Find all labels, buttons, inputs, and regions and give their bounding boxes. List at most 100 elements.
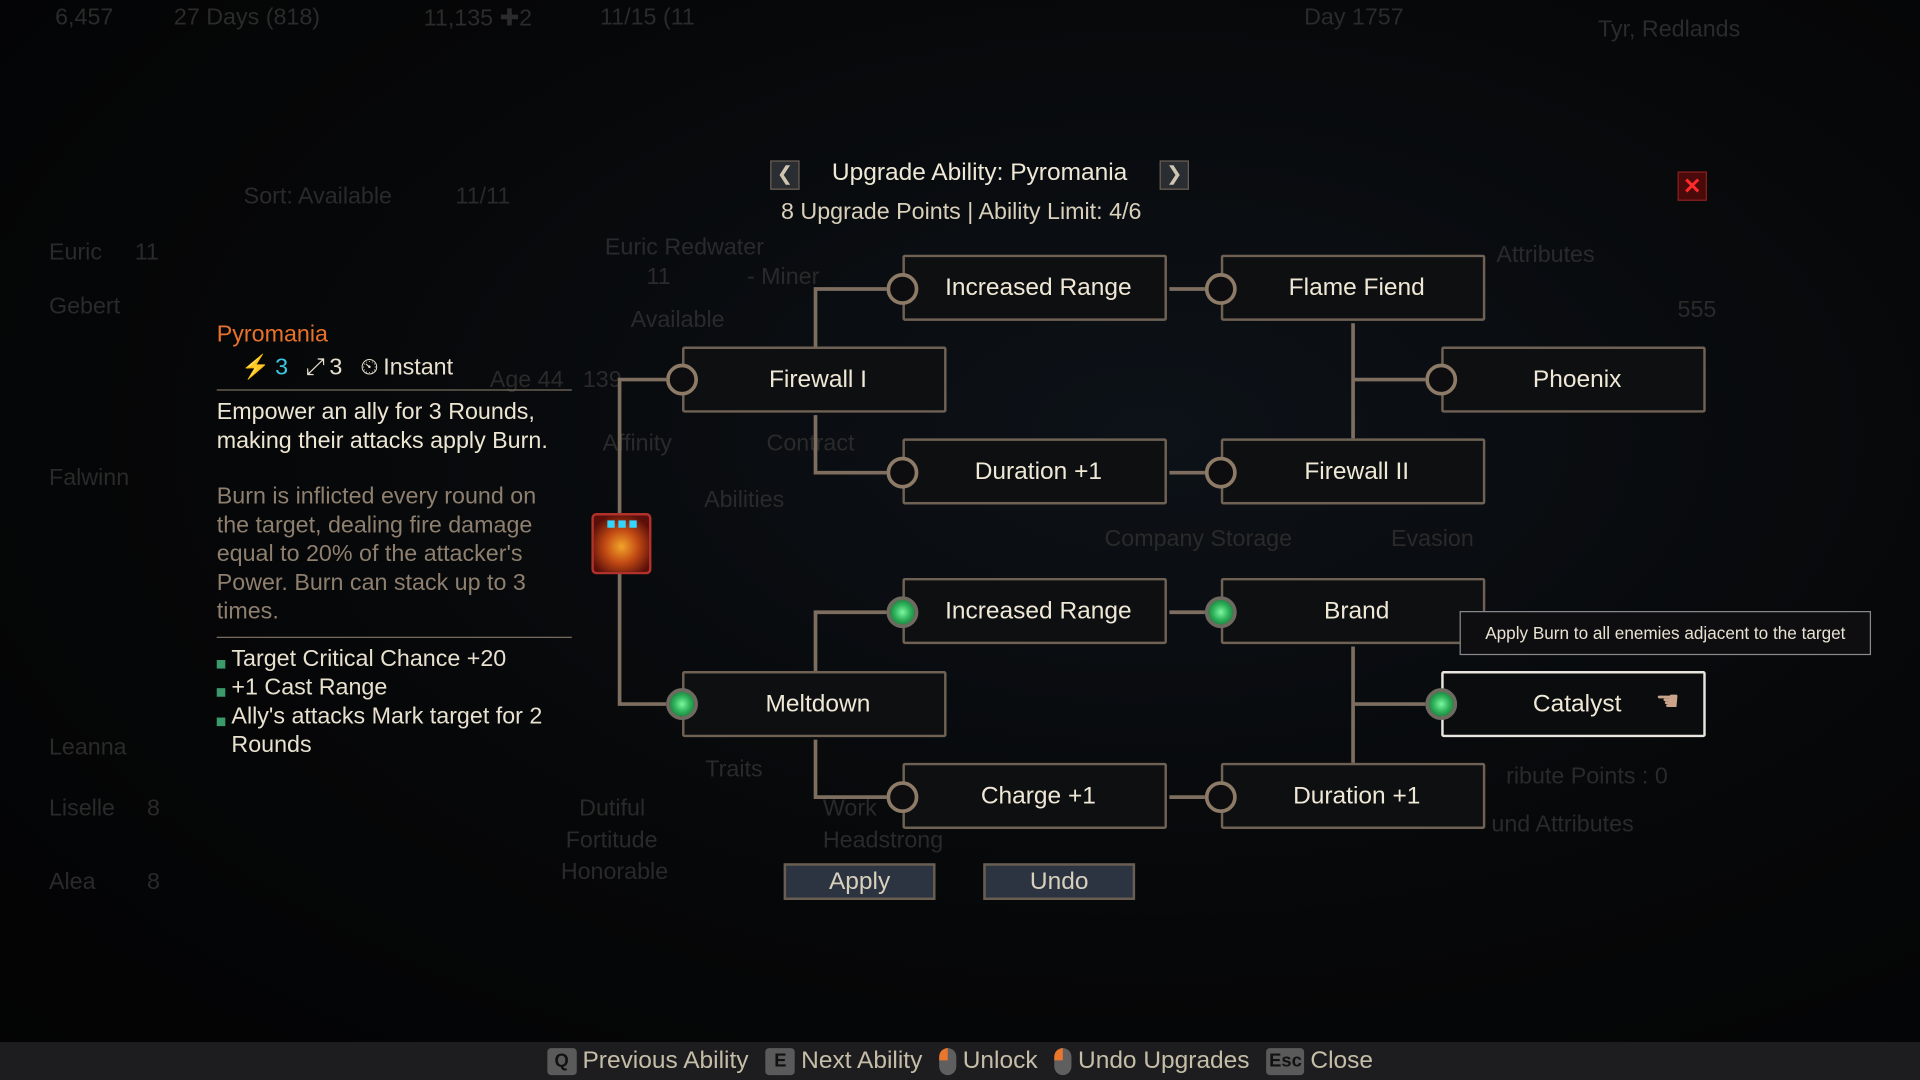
bg-text: Contract <box>766 431 855 457</box>
pyromania-ability-icon <box>591 513 652 575</box>
mouse-left-icon <box>939 1047 957 1075</box>
next-ability-button[interactable]: ❯ <box>1159 160 1189 190</box>
bg-text: Falwinn <box>48 465 130 492</box>
socket-icon[interactable] <box>1204 781 1237 814</box>
bg-text: Traits <box>705 756 763 783</box>
socket-icon[interactable] <box>666 363 698 396</box>
upgrade-node-increased-range-2[interactable]: Increased Range <box>902 577 1167 645</box>
bg-text: 8 <box>146 795 160 822</box>
upgrade-node-duration-2[interactable]: Duration +1 <box>1220 762 1486 829</box>
previous-ability-button[interactable]: ❮ <box>770 160 800 190</box>
bg-text: Euric <box>48 240 102 266</box>
burn-description: Burn is inflicted every round on the tar… <box>216 483 537 625</box>
upgrade-node-increased-range[interactable]: Increased Range <box>902 254 1167 321</box>
upgrade-node-firewall-1[interactable]: Firewall I <box>682 346 947 413</box>
bg-text: und Attributes <box>1491 811 1634 838</box>
node-label: Brand <box>1324 596 1390 624</box>
bg-text: Age 44 <box>489 367 564 394</box>
bg-text: Abilities <box>704 487 785 514</box>
bg-text: 8 <box>146 869 160 896</box>
upgrade-node-charge[interactable]: Charge +1 <box>902 762 1167 829</box>
socket-icon[interactable] <box>1204 273 1237 305</box>
connector <box>1351 323 1426 439</box>
bonus-text: +1 Cast Range <box>231 674 388 701</box>
socket-icon[interactable] <box>886 781 919 814</box>
undo-button[interactable]: Undo <box>983 863 1136 901</box>
connector <box>813 610 887 672</box>
connector <box>1351 646 1426 763</box>
bg-text: Evasion <box>1391 526 1474 553</box>
node-label: Firewall II <box>1304 457 1410 485</box>
renown-value: 11,135 <box>423 6 494 32</box>
bg-text: Available <box>630 307 725 334</box>
upgrade-node-phoenix[interactable]: Phoenix <box>1441 346 1706 413</box>
bg-text: 11/11 <box>455 183 511 210</box>
ability-description: Empower an ally for 3 Rounds, making the… <box>216 399 548 454</box>
node-label: Increased Range <box>945 596 1132 624</box>
tooltip: Apply Burn to all enemies adjacent to th… <box>1459 611 1872 656</box>
socket-unlocked-icon[interactable] <box>666 688 698 721</box>
bonus-item: Target Critical Chance +20 <box>216 645 572 674</box>
hint-label: Close <box>1310 1046 1374 1074</box>
bg-text: Alea <box>48 869 96 896</box>
bg-text: Sort: Available <box>243 183 392 210</box>
renown-plus: 2 <box>519 6 533 32</box>
socket-unlocked-icon[interactable] <box>1425 688 1458 721</box>
node-label: Charge +1 <box>980 781 1096 809</box>
crowns-stat: 6,457 <box>55 4 114 31</box>
socket-unlocked-icon[interactable] <box>886 596 919 629</box>
energy-icon: ⚡ <box>241 354 271 381</box>
hint-label: Next Ability <box>801 1046 923 1074</box>
socket-icon[interactable] <box>1204 456 1237 489</box>
node-label: Firewall I <box>768 365 867 393</box>
day-counter: Day 1757 <box>1304 4 1404 31</box>
upgrade-node-duration[interactable]: Duration +1 <box>902 438 1167 505</box>
mouse-left-icon <box>1054 1047 1072 1075</box>
hint-label: Unlock <box>962 1046 1038 1074</box>
upgrade-node-firewall-2[interactable]: Firewall II <box>1220 438 1486 505</box>
divider <box>216 636 572 638</box>
node-label: Phoenix <box>1532 365 1622 393</box>
hand-cursor-icon: ☚ <box>1655 685 1680 717</box>
bg-text: Leanna <box>48 734 127 761</box>
hint-undo-upgrades[interactable]: Undo Upgrades <box>1054 1047 1250 1075</box>
upgrade-node-meltdown[interactable]: Meltdown <box>682 671 947 738</box>
clock-icon: ⏲ <box>360 354 379 381</box>
bg-text: Company Storage <box>1104 526 1293 553</box>
close-icon: ✕ <box>1683 173 1702 199</box>
upgrade-node-brand[interactable]: Brand <box>1220 577 1486 645</box>
upgrade-summary: 8 Upgrade Points | Ability Limit: 4/6 <box>686 200 1237 227</box>
hint-unlock[interactable]: Unlock <box>939 1046 1038 1075</box>
renown-stat: 11,135 ✚2 <box>423 6 533 32</box>
days-sub: 818) <box>273 4 321 31</box>
apply-button[interactable]: Apply <box>783 863 936 901</box>
bg-text: Liselle <box>48 795 115 822</box>
bg-text: 11 <box>134 240 159 266</box>
socket-icon[interactable] <box>886 456 919 489</box>
socket-icon[interactable] <box>1425 363 1458 396</box>
socket-icon[interactable] <box>886 273 919 305</box>
ability-limit: Ability Limit: 4/6 <box>978 199 1142 226</box>
close-button[interactable]: ✕ <box>1677 171 1707 201</box>
bg-text: 555 <box>1677 297 1717 324</box>
upgrade-node-flame-fiend[interactable]: Flame Fiend <box>1220 254 1486 321</box>
socket-unlocked-icon[interactable] <box>1204 596 1237 629</box>
days-text: 27 Days ( <box>173 4 274 31</box>
timing-value: Instant <box>383 354 454 381</box>
node-label: Meltdown <box>765 690 871 717</box>
bg-text: Attributes <box>1496 242 1595 269</box>
bg-text: 11 <box>646 264 671 291</box>
bonus-item: +1 Cast Range <box>216 673 572 702</box>
range-icon: ⤢ <box>305 354 325 381</box>
bg-text: - Miner <box>746 264 820 291</box>
bonus-text: Target Critical Chance +20 <box>231 645 507 672</box>
upgrade-node-catalyst[interactable]: Catalyst <box>1441 671 1706 738</box>
range-value: 3 <box>329 354 343 381</box>
node-label: Duration +1 <box>974 457 1103 485</box>
ability-details: Pyromania ⚡3 ⤢3 ⏲Instant Empower an ally… <box>216 321 572 760</box>
